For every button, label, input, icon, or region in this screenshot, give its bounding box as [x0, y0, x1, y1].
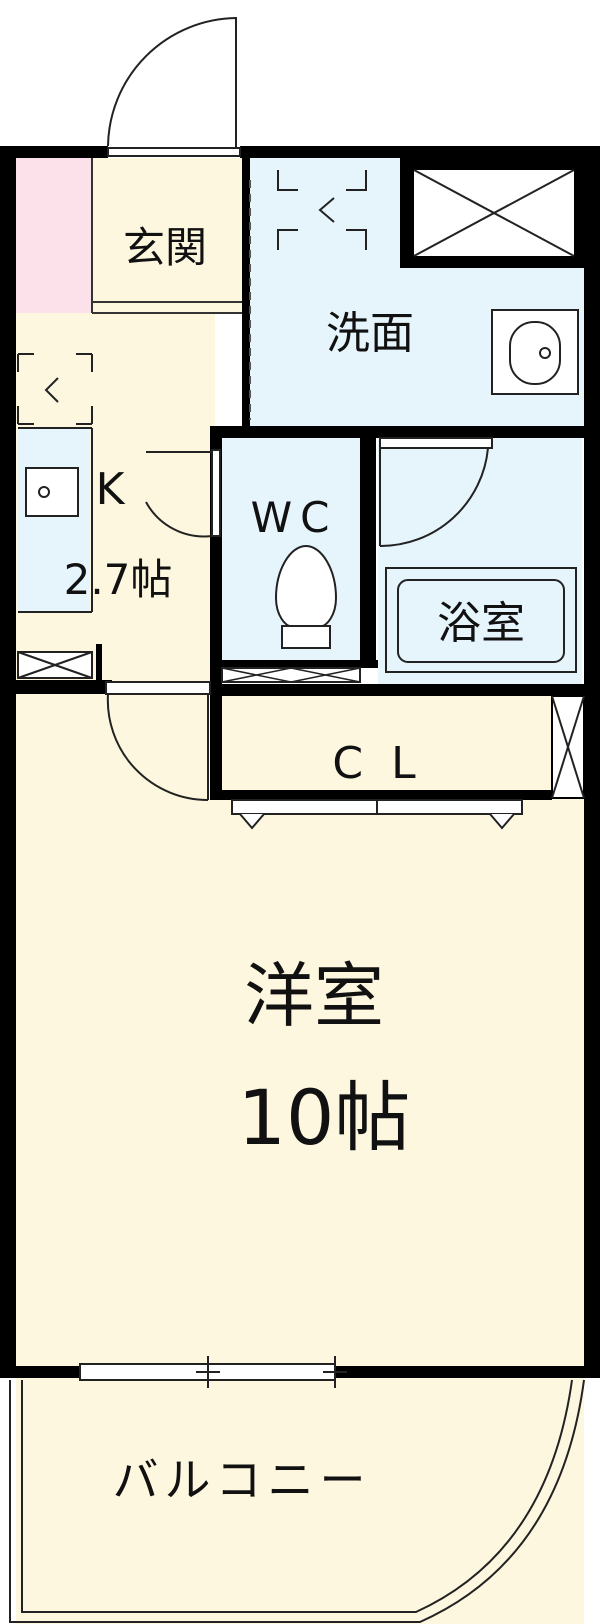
balcony: [9, 1379, 585, 1623]
label-bath: 浴室: [437, 598, 525, 649]
wc-panel: [221, 667, 361, 683]
entrance-floor: [92, 158, 242, 313]
entrance-door: [107, 16, 241, 157]
room-door: [105, 681, 211, 802]
label-western-size: 10帖: [238, 1073, 411, 1162]
washing-machine-space: [277, 170, 367, 250]
label-genkan: 玄関: [123, 223, 207, 272]
western-room-floor-main: [16, 800, 584, 1624]
closet-side-hatch: [551, 695, 585, 799]
label-wc: WC: [251, 493, 338, 542]
wc-door: [145, 449, 221, 538]
label-kitchen: K: [96, 464, 126, 515]
bath-door: [379, 437, 493, 548]
label-kitchen-size: 2.7帖: [64, 555, 173, 604]
label-closet: CL: [332, 738, 443, 789]
label-balcony: バルコニー: [112, 1453, 371, 1507]
balcony-window: [79, 1356, 347, 1388]
kitchen-cabinet-x: [17, 651, 93, 679]
bathtub-icon: [385, 567, 577, 673]
utility-shaft: [400, 158, 584, 268]
label-senmen: 洗面: [326, 308, 414, 359]
fridge-space: [17, 353, 93, 425]
kitchen-counter: [18, 427, 93, 613]
washbasin-icon: [491, 309, 579, 395]
closet-doors: [231, 799, 523, 830]
entrance-shoe-storage: [16, 158, 92, 313]
label-western-room: 洋室: [244, 955, 384, 1037]
kitchen-sink-area: [18, 428, 90, 613]
outer-walls: [0, 146, 600, 1378]
toilet-icon: [274, 544, 338, 649]
